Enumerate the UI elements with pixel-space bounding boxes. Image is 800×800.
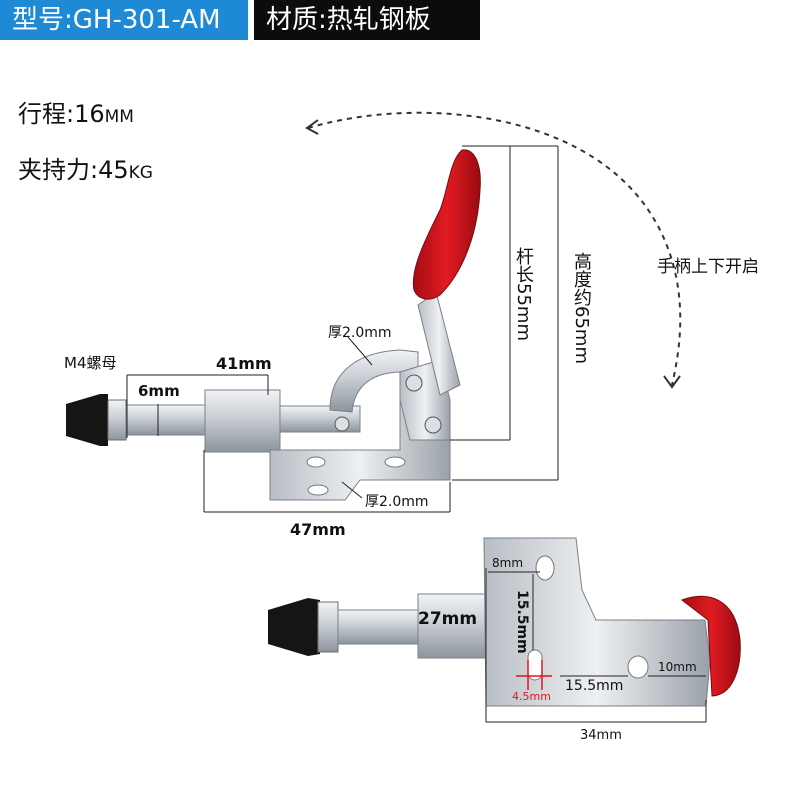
nut	[107, 399, 127, 441]
force-label: 夹持力:45	[18, 156, 129, 184]
dimension-lines-2	[485, 568, 707, 723]
handle-grip	[412, 149, 481, 300]
dim-34-label: 34mm	[580, 728, 622, 743]
thickness-top-label: 厚2.0mm	[328, 325, 392, 341]
base-plate	[269, 399, 451, 501]
force-unit: KG	[128, 163, 153, 183]
handle-direction-label: 手柄上下开启	[657, 257, 759, 277]
length-41-label: 41mm	[216, 354, 272, 373]
nut-2	[317, 601, 339, 653]
thickness-base-label: 厚2.0mm	[365, 494, 429, 510]
arc-arrow-head-left	[305, 119, 319, 135]
dim-10-label: 10mm	[658, 660, 697, 674]
rubber-tip-2	[268, 598, 320, 656]
c-plate	[329, 349, 419, 413]
stroke-spec: 行程:16MM	[18, 94, 134, 129]
dim-15-5-horizontal-label: 15.5mm	[565, 678, 624, 694]
stroke-label: 行程:16	[18, 100, 105, 128]
model-badge: 型号:GH-301-AM	[0, 0, 248, 40]
plunger-rod-2	[337, 609, 421, 645]
dimension-red	[516, 660, 552, 690]
length-47-label: 47mm	[290, 520, 346, 539]
dim-4-5-label: 4.5mm	[512, 690, 551, 703]
arc-arrow-head-bottom	[663, 375, 681, 389]
height-label: 高度约65mm	[571, 252, 592, 364]
dimension-lines-1	[126, 145, 559, 513]
force-spec: 夹持力:45KG	[18, 150, 153, 185]
plunger-rod	[125, 404, 213, 436]
dia-6-label: 6mm	[138, 382, 180, 400]
sleeve-2	[417, 593, 491, 659]
dim-8-label: 8mm	[492, 556, 524, 570]
handle-grip-2	[680, 595, 741, 697]
rubber-tip	[66, 394, 108, 446]
stroke-unit: MM	[104, 107, 134, 127]
nut-label: M4螺母	[64, 354, 117, 372]
material-badge: 材质:热轧钢板	[254, 0, 480, 40]
sleeve	[204, 389, 281, 453]
dim-15-5-vertical-label: 15.5mm	[514, 590, 530, 654]
rod-length-label: 杆长55mm	[513, 247, 534, 341]
dim-27-label: 27mm	[418, 609, 478, 629]
rotation-arc	[307, 111, 682, 386]
